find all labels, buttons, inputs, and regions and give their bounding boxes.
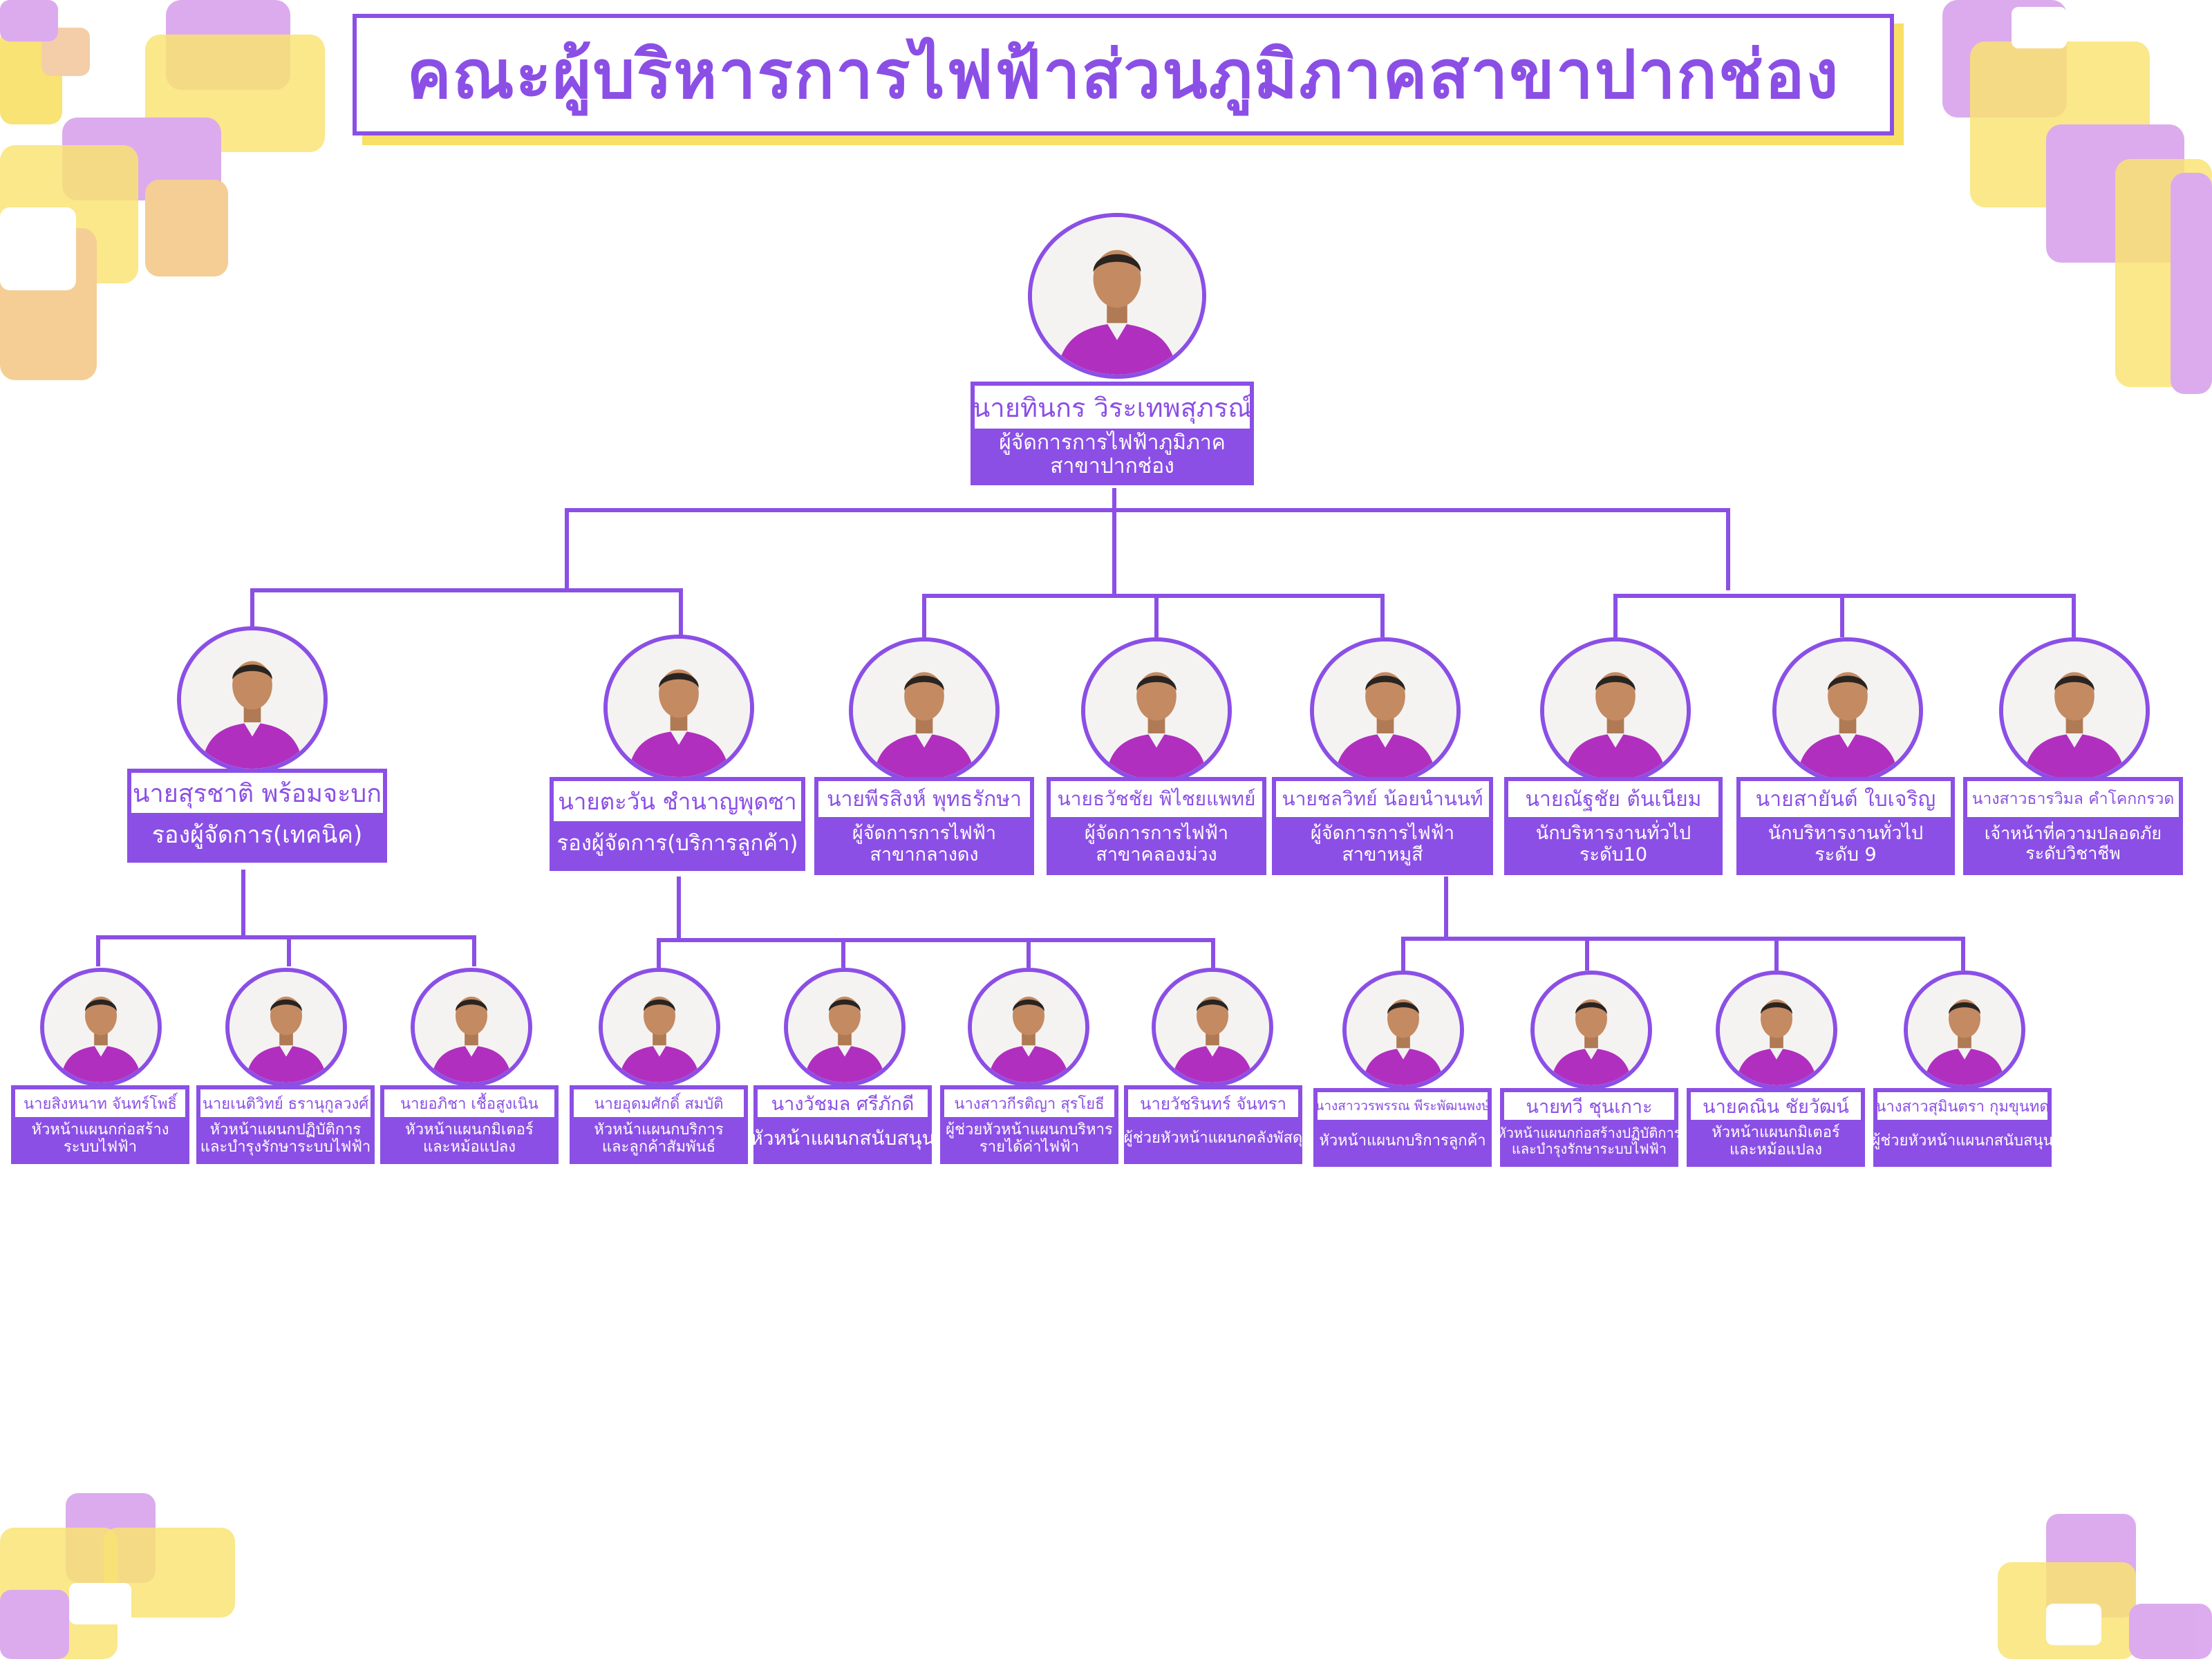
person-role: หัวหน้าแผนกสนับสนุน <box>750 1126 935 1150</box>
person-name: นายอภิชา เชื้อสูงเนิน <box>384 1089 554 1117</box>
person-role: นักบริหารงานทั่วไประดับ10 <box>1535 822 1691 865</box>
name-plate: นายวัชรินทร์ จันทรา ผู้ช่วยหัวหน้าแผนกคล… <box>1124 1085 1302 1164</box>
photo-avatar <box>1530 971 1652 1089</box>
person-role: รองผู้จัดการ(บริการลูกค้า) <box>556 831 798 856</box>
person-role: หัวหน้าแผนกมิเตอร์และหม้อแปลง <box>1712 1123 1840 1159</box>
name-plate: นายณัฐชัย ต้นเนียม นักบริหารงานทั่วไประด… <box>1504 777 1723 875</box>
name-plate: นายทินกร วิระเทพสุภรณ์ ผู้จัดการการไฟฟ้า… <box>971 382 1254 485</box>
person-role: ผู้จัดการการไฟฟ้าสาขาคลองม่วง <box>1084 822 1229 865</box>
person-role: ผู้ช่วยหัวหน้าแผนกบริหารรายได้ค่าไฟฟ้า <box>946 1121 1113 1156</box>
photo-avatar <box>1540 637 1691 784</box>
photo-avatar <box>177 626 328 773</box>
name-plate: นายสิงหนาท จันทร์โพธิ์ หัวหน้าแผนกก่อสร้… <box>11 1085 189 1164</box>
person-name: นายทวี ชุนเกาะ <box>1504 1092 1674 1120</box>
person-name: นายเนติวิทย์ ธรานุกูลวงศ์ <box>200 1089 371 1117</box>
person-name: นายสุรชาติ พร้อมจะบก <box>131 773 383 813</box>
connector-level1-right <box>1613 594 2076 637</box>
person-name: นายสิงหนาท จันทร์โพธิ์ <box>15 1089 185 1117</box>
photo-avatar <box>603 635 754 781</box>
name-plate: นายสุรชาติ พร้อมจะบก รองผู้จัดการ(เทคนิค… <box>127 769 387 863</box>
name-plate: นายสายันต์ ใบเจริญ นักบริหารงานทั่วไประด… <box>1736 777 1955 875</box>
person-name: นายธวัชชัย พิไชยแพทย์ <box>1051 781 1262 817</box>
person-name: นายทินกร วิระเทพสุภรณ์ <box>975 386 1250 429</box>
photo-avatar <box>784 968 906 1087</box>
photo-avatar <box>411 968 532 1087</box>
name-plate: นายชลวิทย์ น้อยนำนนท์ ผู้จัดการการไฟฟ้าส… <box>1272 777 1493 875</box>
person-name: นายพีรสิงห์ พุทธรักษา <box>818 781 1030 817</box>
photo-avatar <box>1716 971 1837 1089</box>
person-role: ผู้จัดการการไฟฟ้าสาขากลางดง <box>852 822 997 865</box>
title-box: คณะผู้บริหารการไฟฟ้าส่วนภูมิภาคสาขาปากช่… <box>353 14 1894 135</box>
photo-avatar <box>225 968 347 1087</box>
connector-level1-center <box>922 594 1385 637</box>
person-role: หัวหน้าแผนกมิเตอร์และหม้อแปลง <box>405 1121 534 1156</box>
photo-avatar <box>1772 637 1923 784</box>
name-plate: นางสาวสุมินตรา กุมขุนทด ผู้ช่วยหัวหน้าแผ… <box>1871 1088 2054 1167</box>
photo-avatar <box>1081 637 1232 784</box>
name-plate: นางสาวกีรติญา สุรโยธี ผู้ช่วยหัวหน้าแผนก… <box>940 1085 1118 1164</box>
person-role: ผู้ช่วยหัวหน้าแผนกสนับสนุน <box>1871 1132 2054 1150</box>
photo-avatar <box>968 968 1089 1087</box>
page-title: คณะผู้บริหารการไฟฟ้าส่วนภูมิภาคสาขาปากช่… <box>406 36 1840 113</box>
photo-avatar <box>40 968 162 1087</box>
person-name: นายสายันต์ ใบเจริญ <box>1741 781 1951 817</box>
person-name: นายตะวัน ชำนาญพุดซา <box>554 781 801 821</box>
person-role: หัวหน้าแผนกก่อสร้างปฏิบัติการและบำรุงรัก… <box>1497 1125 1682 1157</box>
person-name: นางวัชมล ศรีภักดี <box>758 1089 928 1117</box>
photo-avatar <box>1152 968 1273 1087</box>
name-plate: นายตะวัน ชำนาญพุดซา รองผู้จัดการ(บริการล… <box>550 777 805 871</box>
name-plate: นายคณิน ชัยวัฒน์ หัวหน้าแผนกมิเตอร์และหม… <box>1687 1088 1865 1167</box>
person-role: หัวหน้าแผนกปฏิบัติการและบำรุงรักษาระบบไฟ… <box>200 1121 371 1156</box>
person-name: นายอุดมศักดิ์ สมบัติ <box>574 1089 744 1117</box>
name-plate: นายอภิชา เชื้อสูงเนิน หัวหน้าแผนกมิเตอร์… <box>380 1085 559 1164</box>
person-role: ผู้จัดการการไฟฟ้าสาขาหมูสี <box>1310 822 1455 865</box>
connector-level1-bus <box>565 508 1730 590</box>
name-plate: นายธวัชชัย พิไชยแพทย์ ผู้จัดการการไฟฟ้าส… <box>1047 777 1266 875</box>
photo-avatar <box>849 637 1000 784</box>
title-banner: คณะผู้บริหารการไฟฟ้าส่วนภูมิภาคสาขาปากช่… <box>353 14 1904 145</box>
person-role: ผู้จัดการการไฟฟ้าภูมิภาคสาขาปากช่อง <box>999 430 1226 478</box>
photo-avatar <box>1904 971 2025 1089</box>
name-plate: นายทวี ชุนเกาะ หัวหน้าแผนกก่อสร้างปฏิบัต… <box>1497 1088 1682 1167</box>
person-name: นายคณิน ชัยวัฒน์ <box>1691 1092 1861 1120</box>
person-name: นางสาววรพรรณ พีระพัฒนพงษ์ <box>1318 1092 1488 1120</box>
photo-avatar <box>599 968 720 1087</box>
photo-avatar <box>1310 637 1461 784</box>
person-role: ผู้ช่วยหัวหน้าแผนกคลังพัสดุ <box>1123 1130 1303 1147</box>
person-name: นางสาวสุมินตรา กุมขุนทด <box>1877 1092 2047 1120</box>
name-plate: นายเนติวิทย์ ธรานุกูลวงศ์ หัวหน้าแผนกปฏิ… <box>196 1085 375 1164</box>
name-plate: นางสาววรพรรณ พีระพัฒนพงษ์ หัวหน้าแผนกบริ… <box>1313 1088 1492 1167</box>
person-name: นายณัฐชัย ต้นเนียม <box>1508 781 1718 817</box>
photo-avatar <box>1342 971 1464 1089</box>
person-role: หัวหน้าแผนกก่อสร้างระบบไฟฟ้า <box>31 1121 169 1156</box>
person-name: นายวัชรินทร์ จันทรา <box>1128 1089 1298 1117</box>
connector-level1-left <box>250 588 683 637</box>
node-top-manager: นายทินกร วิระเทพสุภรณ์ ผู้จัดการการไฟฟ้า… <box>971 213 1261 489</box>
person-name: นายชลวิทย์ น้อยนำนนท์ <box>1276 781 1489 817</box>
person-role: หัวหน้าแผนกบริการและลูกค้าสัมพันธ์ <box>594 1121 724 1156</box>
photo-avatar <box>1028 213 1206 379</box>
person-name: นางสาวธารวิมล คำโคกกรวด <box>1967 781 2179 817</box>
name-plate: นายพีรสิงห์ พุทธรักษา ผู้จัดการการไฟฟ้าส… <box>814 777 1034 875</box>
person-role: เจ้าหน้าที่ความปลอดภัยระดับวิชาชีพ <box>1984 823 2162 863</box>
name-plate: นางสาวธารวิมล คำโคกกรวด เจ้าหน้าที่ความป… <box>1963 777 2183 875</box>
name-plate: นายอุดมศักดิ์ สมบัติ หัวหน้าแผนกบริการแล… <box>570 1085 748 1164</box>
person-name: นางสาวกีรติญา สุรโยธี <box>944 1089 1114 1117</box>
photo-avatar <box>1999 637 2150 784</box>
name-plate: นางวัชมล ศรีภักดี หัวหน้าแผนกสนับสนุน <box>750 1085 935 1164</box>
person-role: หัวหน้าแผนกบริการลูกค้า <box>1319 1132 1486 1150</box>
person-role: รองผู้จัดการ(เทคนิค) <box>151 821 363 850</box>
person-role: นักบริหารงานทั่วไประดับ 9 <box>1768 822 1924 865</box>
